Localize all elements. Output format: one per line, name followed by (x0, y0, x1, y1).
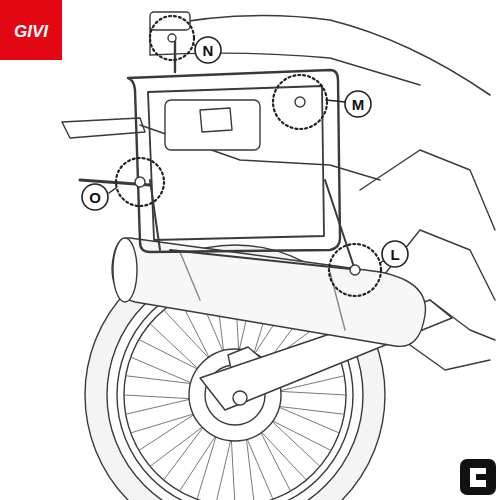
upper-link (174, 40, 176, 72)
muffler-bands (180, 252, 345, 330)
detail-circle (273, 75, 327, 129)
chain-adjuster (233, 391, 247, 405)
bolt (350, 265, 360, 275)
pannier-frame-inner (148, 86, 324, 240)
bolt (168, 34, 176, 42)
muffler (112, 238, 425, 347)
brand-logo: GIVI (14, 23, 48, 40)
tail-light (62, 118, 145, 138)
main-frame (360, 150, 495, 230)
frame-struts (150, 180, 360, 270)
callout-letter: L (390, 247, 399, 262)
footrest-bracket (430, 300, 495, 340)
callout-letter: M (352, 97, 365, 112)
leader-line (109, 188, 116, 193)
bolt (295, 97, 305, 107)
detail-circle (150, 16, 194, 60)
badge-symbol (470, 468, 486, 487)
callout-letter: O (89, 190, 101, 205)
callout-circle (195, 37, 221, 63)
rear-rack-mount (150, 12, 190, 30)
detail-circle (116, 158, 164, 206)
callout-circle (382, 241, 408, 267)
mounting-plate (165, 100, 260, 150)
plate-slot (200, 108, 232, 132)
callout-letter: N (203, 43, 214, 58)
callout-circle (82, 184, 108, 210)
logo-square (0, 0, 62, 60)
muffler-end-cap (113, 238, 137, 302)
leader-line (380, 261, 383, 263)
bolt (135, 177, 145, 187)
leader-line (326, 100, 345, 102)
detail-circle (329, 244, 381, 296)
callout-circle (345, 91, 371, 117)
badge (460, 459, 496, 495)
seat (150, 16, 490, 96)
exhaust-pipe (410, 345, 490, 370)
pannier-frame (128, 70, 340, 252)
